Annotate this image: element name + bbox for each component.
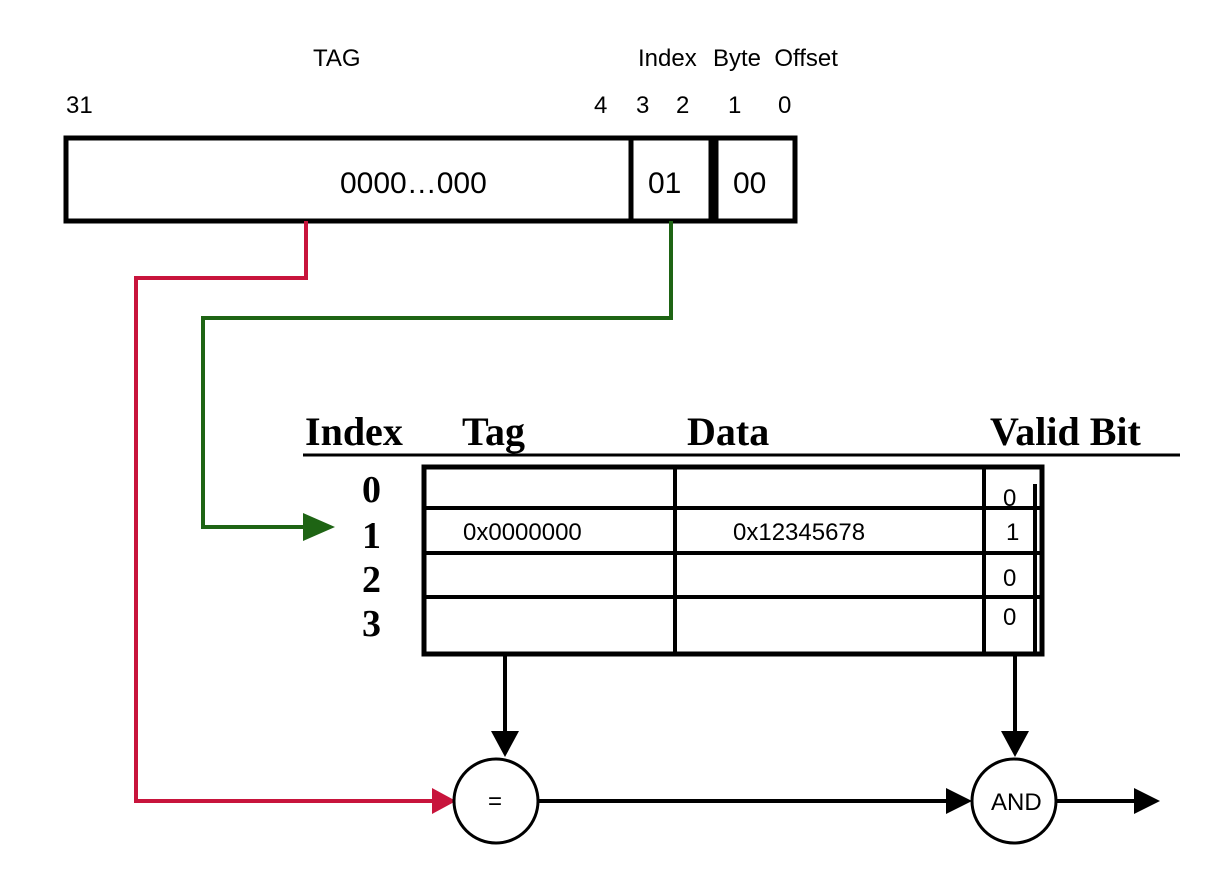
comparator-to-and-arrowhead xyxy=(946,788,972,814)
hit-output-arrowhead xyxy=(1134,788,1160,814)
valid-to-and-arrowhead xyxy=(1001,731,1029,757)
bit-number-0: 0 xyxy=(778,92,791,119)
address-offset-box xyxy=(713,135,798,224)
cache-cell-tag: 0x0000000 xyxy=(463,519,582,546)
index-field-label: Index xyxy=(638,45,697,72)
cache-header-valid-bit: Valid Bit xyxy=(990,409,1141,454)
cache-cell-valid: 1 xyxy=(1006,519,1019,546)
address-offset-value: 00 xyxy=(733,167,766,200)
cache-header-data: Data xyxy=(687,409,769,454)
and-gate-label: AND xyxy=(991,789,1042,816)
index-path-line xyxy=(201,221,673,529)
cache-header-tag: Tag xyxy=(462,409,525,454)
cache-cell-valid: 0 xyxy=(1003,604,1016,631)
address-index-value: 01 xyxy=(648,167,681,200)
bit-number-31: 31 xyxy=(66,92,93,119)
cache-table-frame xyxy=(421,464,1045,657)
tag-field-label: TAG xyxy=(313,45,361,72)
cache-cell-valid: 0 xyxy=(1003,485,1016,512)
comparator-symbol: = xyxy=(488,788,502,815)
bit-number-3: 3 xyxy=(636,92,649,119)
bit-number-2: 2 xyxy=(676,92,689,119)
tag-path-arrowhead xyxy=(432,788,456,814)
address-tag-value: 0000…000 xyxy=(340,167,487,200)
cache-row-index: 2 xyxy=(362,559,381,601)
bit-number-1: 1 xyxy=(728,92,741,119)
byte-offset-field-label: Byte Offset xyxy=(713,45,838,72)
cache-row-index: 3 xyxy=(362,603,381,645)
bit-number-4: 4 xyxy=(594,92,607,119)
tag-path-line xyxy=(134,221,440,803)
cache-row-index: 1 xyxy=(362,515,381,557)
index-path-arrowhead xyxy=(303,513,335,541)
cache-row-index: 0 xyxy=(362,469,381,511)
tag-to-comparator-arrowhead xyxy=(491,731,519,757)
cache-cell-valid: 0 xyxy=(1003,565,1016,592)
cache-header-index: Index xyxy=(305,409,403,454)
cache-cell-data: 0x12345678 xyxy=(733,519,865,546)
